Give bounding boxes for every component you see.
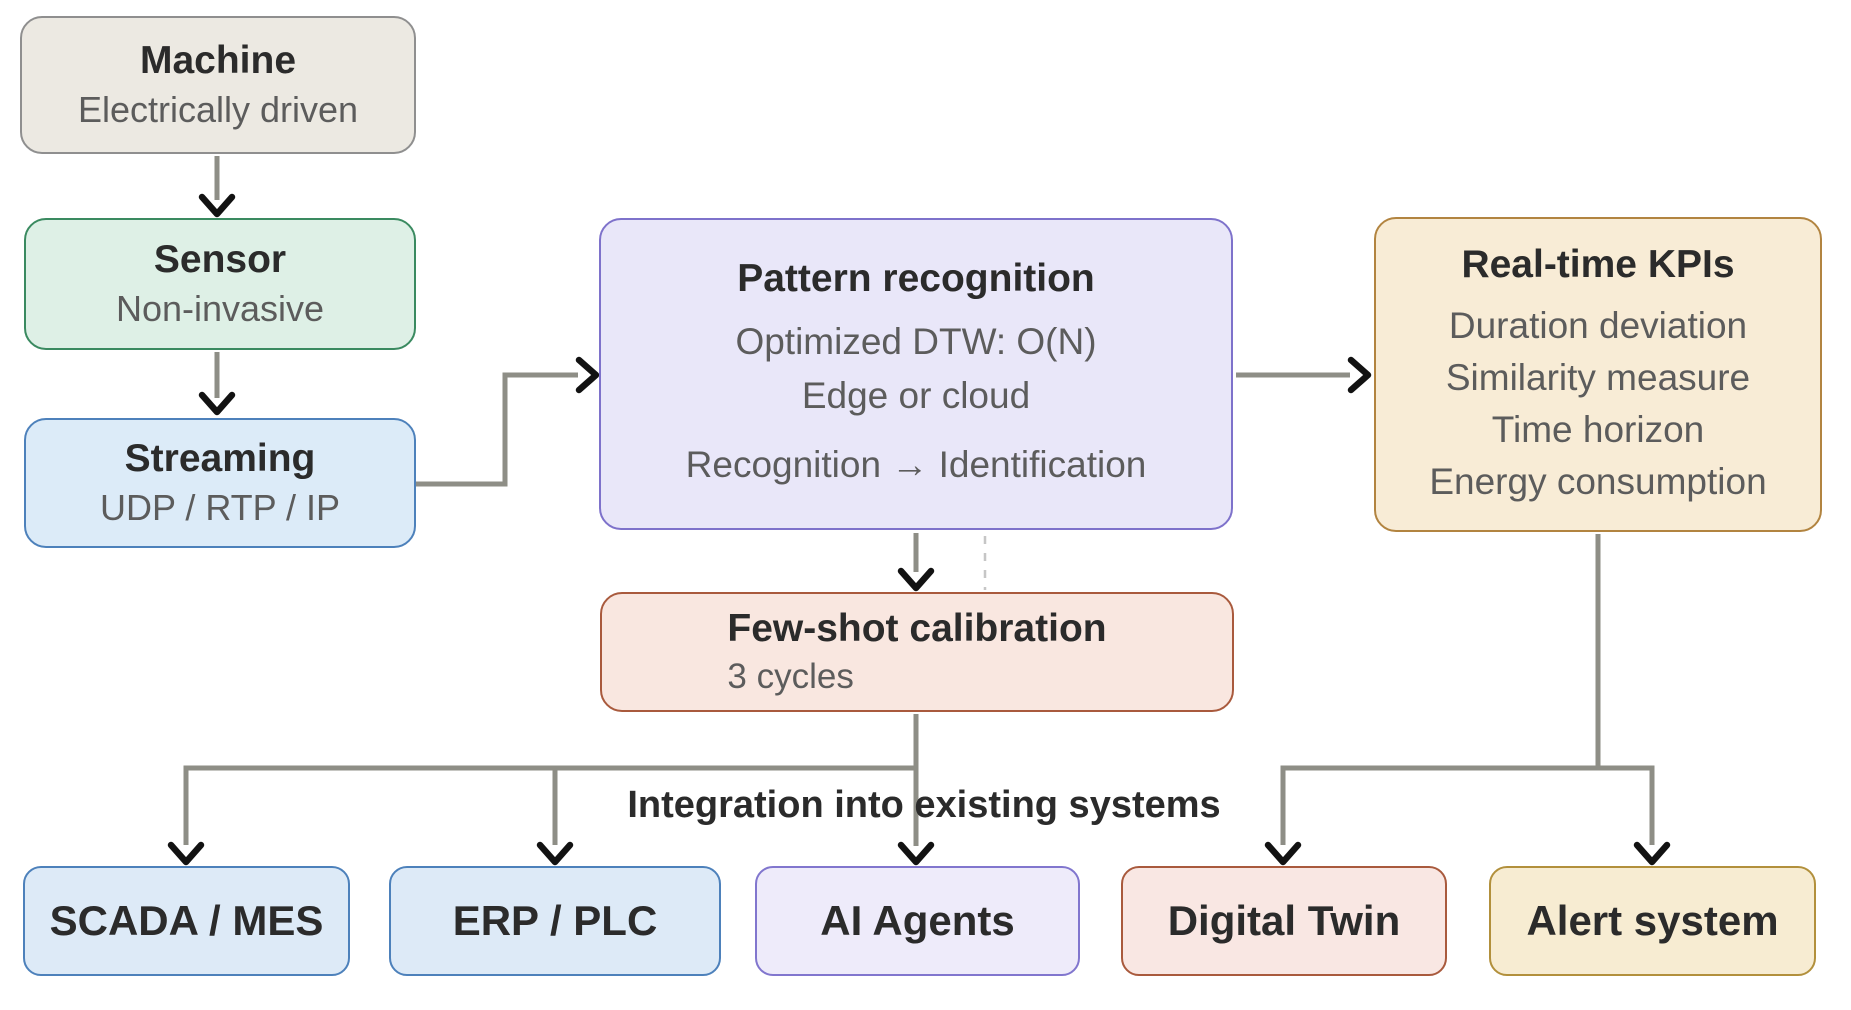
node-streaming-title: Streaming: [124, 436, 316, 480]
node-scada-title: SCADA / MES: [49, 896, 324, 944]
node-kpis-line: Time horizon: [1491, 408, 1705, 450]
node-sensor-subtitle: Non-invasive: [115, 288, 325, 330]
node-pattern-recognition: Pattern recognition Optimized DTW: O(N) …: [599, 218, 1233, 530]
arrow-pattern-to-fewshot: [897, 533, 935, 592]
arrow-streaming-to-pattern: [416, 356, 600, 487]
node-streaming-subtitle: UDP / RTP / IP: [99, 487, 341, 529]
node-machine-title: Machine: [139, 38, 297, 82]
node-alert-system: Alert system: [1489, 866, 1816, 976]
arrow-machine-to-sensor: [198, 156, 236, 218]
arrow-head-icon: [198, 391, 236, 416]
node-alert-system-title: Alert system: [1526, 896, 1779, 944]
node-pattern-title: Pattern recognition: [737, 257, 1095, 301]
arrow-head-icon: [897, 567, 935, 592]
arrow-sensor-to-streaming: [198, 352, 236, 416]
node-sensor-title: Sensor: [153, 237, 287, 281]
node-few-shot-calibration: Few-shot calibration 3 cycles: [600, 592, 1234, 712]
node-pattern-line: Optimized DTW: O(N): [735, 320, 1097, 362]
few-shot-text-block: Few-shot calibration 3 cycles: [727, 606, 1106, 699]
arrow-shaft: [416, 372, 578, 487]
arrow-head-icon: [575, 356, 600, 394]
node-digital-twin: Digital Twin: [1121, 866, 1447, 976]
node-streaming: Streaming UDP / RTP / IP: [24, 418, 416, 548]
node-kpis-title: Real-time KPIs: [1461, 242, 1735, 286]
node-machine: Machine Electrically driven: [20, 16, 416, 154]
integration-section-label: Integration into existing systems: [627, 784, 1221, 826]
arrow-head-icon: [1347, 356, 1372, 394]
node-kpis-line: Energy consumption: [1429, 460, 1767, 502]
node-pattern-line: Edge or cloud: [801, 374, 1031, 416]
node-few-shot-title: Few-shot calibration: [727, 606, 1107, 650]
node-kpis-line: Similarity measure: [1445, 357, 1751, 399]
arrow-head-icon: [897, 841, 935, 866]
node-ai-agents: AI Agents: [755, 866, 1080, 976]
arrow-head-icon: [536, 841, 574, 866]
arrow-head-icon: [1264, 841, 1302, 866]
node-realtime-kpis: Real-time KPIs Duration deviation Simila…: [1374, 217, 1822, 532]
node-ai-agents-title: AI Agents: [820, 896, 1015, 944]
node-pattern-line: Recognition → Identification: [685, 444, 1147, 486]
arrow-head-icon: [198, 193, 236, 218]
node-sensor: Sensor Non-invasive: [24, 218, 416, 350]
node-scada-mes: SCADA / MES: [23, 866, 350, 976]
arrow-head-icon: [1633, 841, 1671, 866]
node-machine-subtitle: Electrically driven: [77, 89, 359, 131]
node-few-shot-subtitle: 3 cycles: [727, 656, 854, 696]
arrow-pattern-to-kpis: [1236, 356, 1372, 394]
node-erp-plc: ERP / PLC: [389, 866, 721, 976]
node-digital-twin-title: Digital Twin: [1167, 896, 1401, 944]
node-kpis-line: Duration deviation: [1448, 305, 1748, 347]
node-erp-title: ERP / PLC: [452, 896, 658, 944]
arrow-head-icon: [167, 841, 205, 866]
